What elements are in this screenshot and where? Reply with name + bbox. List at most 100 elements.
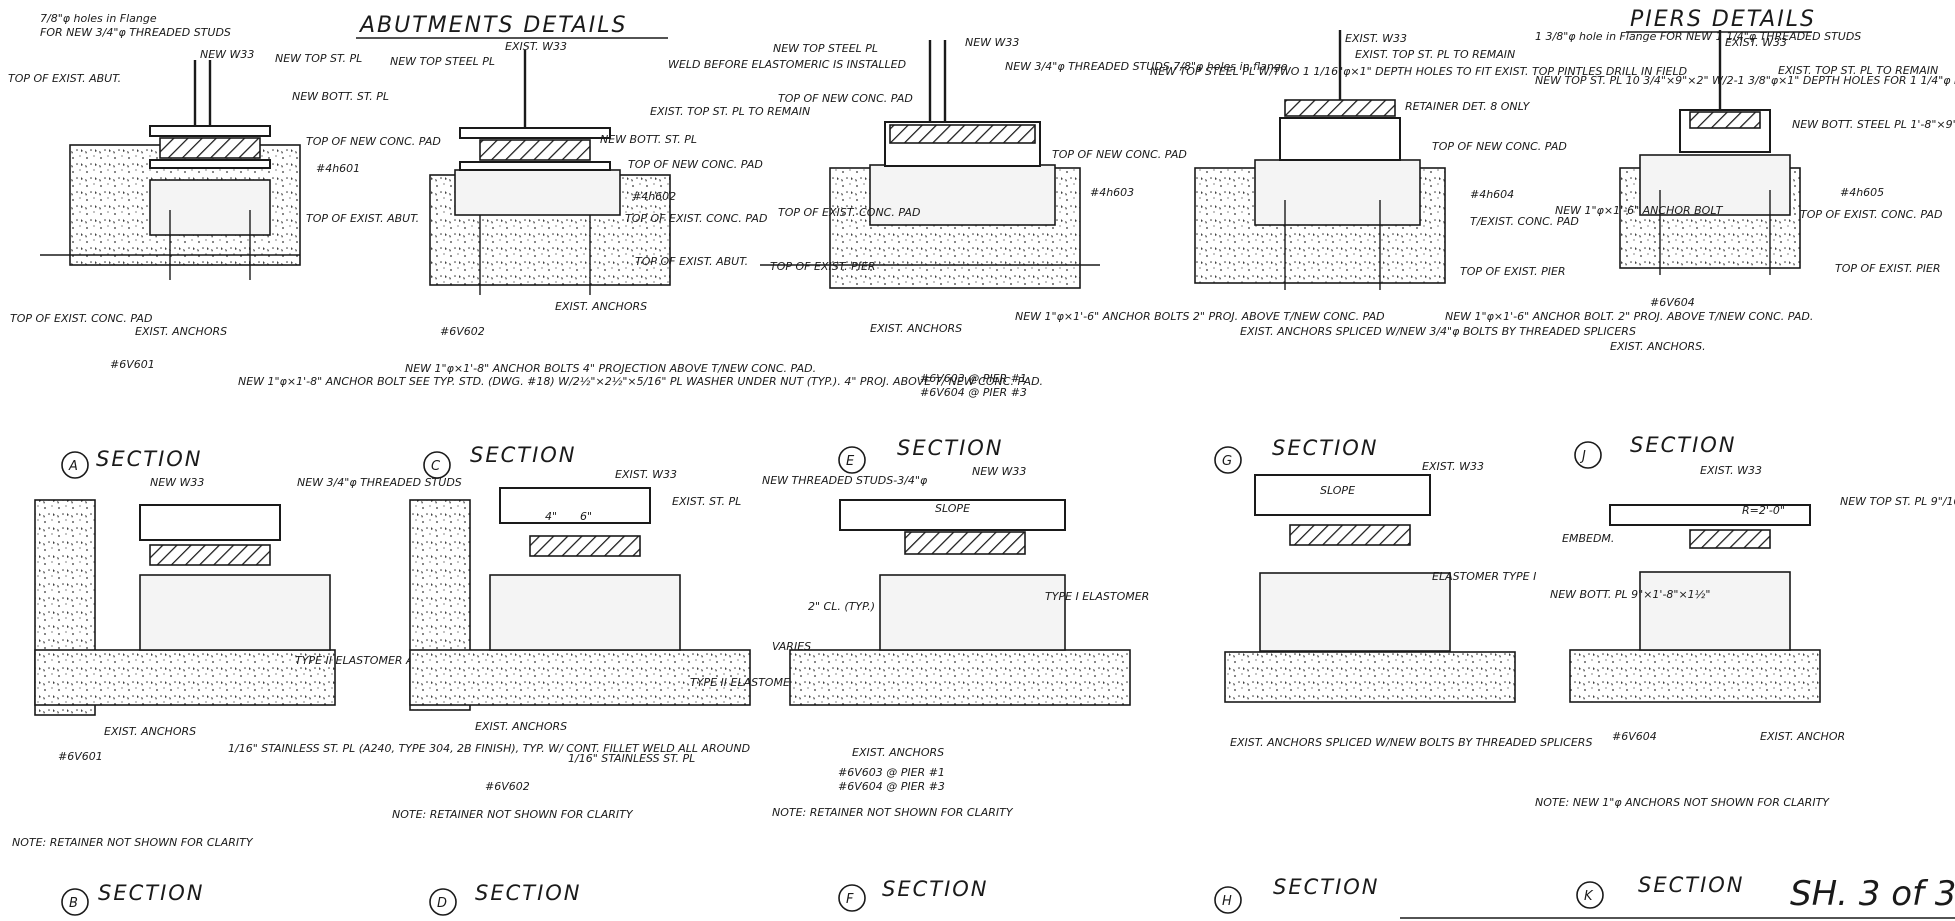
annotation: NEW TOP STEEL PL: [773, 42, 878, 55]
annotation: TOP OF NEW CONC. PAD: [778, 92, 913, 105]
existing-pier: [1224, 651, 1516, 703]
elastomer-bearing: [529, 535, 641, 557]
section-letter: E: [846, 454, 855, 469]
new-w33: [839, 499, 1066, 531]
section-letter: A: [68, 459, 78, 474]
annotation: NEW 1"φ×1'-6" ANCHOR BOLTS 2" PROJ. ABOV…: [1015, 310, 1385, 323]
annotation: 1/16" STAINLESS ST. PL: [568, 752, 695, 765]
bottom-steel-plate: [149, 159, 271, 169]
annotation: 7/8"φ holes in Flange: [40, 12, 157, 25]
detail-g: NEW TOP STEEL PL W/TWO 1 1/16"φ×1" DEPTH…: [1150, 30, 1813, 338]
annotation: ELASTOMER TYPE I: [1432, 570, 1536, 583]
elastomer-bearing: [479, 139, 591, 161]
section-title: SECTION: [98, 881, 205, 905]
annotation: EXIST. ST. PL: [672, 495, 741, 508]
annotation: TOP OF EXIST. PIER: [770, 260, 876, 273]
annotation: NEW BOTT. PL 9"×1'-8"×1½": [1550, 588, 1710, 601]
elastomer-bearing: [1689, 529, 1771, 549]
detail-a: 7/8"φ holes in Flange FOR NEW 3/4"φ THRE…: [8, 12, 1043, 388]
elastomer-bearing: [159, 137, 261, 159]
elastomer-bearing: [149, 544, 271, 566]
annotation: FOR NEW 3/4"φ THREADED STUDS: [40, 26, 231, 39]
detail-c: NEW TOP STEEL PL EXIST. W33 WELD BEFORE …: [390, 40, 906, 375]
section-title: SECTION: [96, 447, 203, 471]
annotation: #6V604: [1612, 730, 1657, 743]
annotation: EXIST. ANCHOR: [1760, 730, 1845, 743]
elastomer-bearing: [1289, 524, 1411, 546]
exist-w33: [1254, 474, 1431, 516]
annotation: NEW 1"φ×1'-6" ANCHOR BOLT. 2" PROJ. ABOV…: [1445, 310, 1813, 323]
annotation: #6V602: [485, 780, 530, 793]
note: NOTE: NEW 1"φ ANCHORS NOT SHOWN FOR CLAR…: [1535, 796, 1830, 809]
existing-pier: [789, 649, 1131, 706]
annotation: #4h605: [1840, 186, 1884, 199]
section-title: SECTION: [470, 443, 577, 467]
annotation: NEW W33: [200, 48, 254, 61]
new-conc-pad: [869, 164, 1056, 226]
annotation: NEW TOP ST. PL 9"/10 3/4"×2": [1840, 495, 1955, 508]
annotation: #4h604: [1470, 188, 1514, 201]
annotation: NEW 1"φ×1'-6" ANCHOR BOLT: [1555, 204, 1724, 217]
annotation: NEW TOP STEEL PL: [390, 55, 495, 68]
annotation: TYPE II ELASTOMER: [690, 676, 798, 689]
annotation: EXIST. W33: [1700, 464, 1762, 477]
annotation: EXIST. ANCHORS: [135, 325, 227, 338]
annotation: EXIST. TOP ST. PL TO REMAIN: [1355, 48, 1515, 61]
section-title: SECTION: [475, 881, 582, 905]
detail-d: EXIST. W33 EXIST. ST. PL 4" 6" TYPE II E…: [392, 468, 798, 821]
section-letter: J: [1579, 449, 1586, 464]
annotation: EXIST. W33: [1422, 460, 1484, 473]
existing-pier: [1569, 649, 1821, 703]
annotation: TOP OF EXIST. CONC. PAD: [10, 312, 152, 325]
annotation: EXIST. ANCHORS SPLICED W/NEW BOLTS BY TH…: [1230, 736, 1592, 749]
annotation: EXIST. ANCHORS: [870, 322, 962, 335]
annotation: NEW TOP ST. PL: [275, 52, 362, 65]
existing-abutment: [34, 649, 336, 706]
abutments-title: ABUTMENTS DETAILS: [358, 13, 627, 38]
annotation: EXIST. W33: [505, 40, 567, 53]
annotation: NEW 1"φ×1'-8" ANCHOR BOLTS 4" PROJECTION…: [405, 362, 816, 375]
annotation: #6V601: [58, 750, 103, 763]
annotation: EMBEDM.: [1562, 532, 1614, 545]
note: NOTE: RETAINER NOT SHOWN FOR CLARITY: [772, 806, 1014, 819]
annotation: #6V603 @ PIER #1: [920, 372, 1027, 385]
annotation: #6V604 @ PIER #3: [838, 780, 945, 793]
annotation: NEW 3/4"φ THREADED STUDS 7/8"φ holes in …: [1005, 60, 1288, 73]
annotation: TOP OF EXIST. PIER: [1835, 262, 1941, 275]
annotation: EXIST. TOP ST. PL TO REMAIN: [650, 105, 810, 118]
annotation: #6V602: [440, 325, 485, 338]
annotation: #6V604: [1650, 296, 1695, 309]
new-conc-pad: [489, 574, 681, 651]
annotation: NEW 1"φ×1'-8" ANCHOR BOLT SEE TYP. STD. …: [238, 375, 1043, 388]
new-conc-pad: [149, 179, 271, 236]
annotation: NEW BOTT. ST. PL: [600, 133, 697, 146]
annotation: TYPE I ELASTOMER: [1045, 590, 1149, 603]
new-conc-pad: [1259, 572, 1451, 652]
annotation: RETAINER DET. 8 ONLY: [1405, 100, 1531, 113]
annotation: 2" CL. (TYP.): [808, 600, 875, 613]
existing-abutment: [409, 649, 751, 706]
annotation: VARIES: [772, 640, 811, 653]
annotation: #6V604 @ PIER #3: [920, 386, 1027, 399]
section-label-e: E SECTION: [838, 436, 1004, 474]
annotation: 1 3/8"φ hole in Flange FOR NEW 1 1/4"φ T…: [1535, 30, 1861, 43]
exist-w33: [1609, 504, 1811, 526]
annotation: SLOPE: [1320, 484, 1355, 497]
annotation: EXIST. ANCHORS: [852, 746, 944, 759]
annotation: TOP OF EXIST. ABUT.: [306, 212, 419, 225]
annotation: 1/16" STAINLESS ST. PL (A240, TYPE 304, …: [228, 742, 750, 755]
annotation: EXIST. ANCHORS: [104, 725, 196, 738]
sheet-number: SH. 3 of 3: [1790, 874, 1955, 914]
new-conc-pad: [1639, 571, 1791, 651]
section-label-c: C SECTION: [423, 443, 577, 479]
annotation: T/EXIST. CONC. PAD: [1470, 215, 1579, 228]
section-letter: K: [1584, 889, 1594, 904]
detail-k: EXIST. W33 R=2'-0" NEW TOP ST. PL 9"/10 …: [1535, 464, 1955, 809]
section-title: SECTION: [897, 436, 1004, 460]
annotation: TOP OF NEW CONC. PAD: [1052, 148, 1187, 161]
detail-j: 1 3/8"φ hole in Flange FOR NEW 1 1/4"φ T…: [1535, 30, 1955, 353]
exist-w33: [1279, 117, 1401, 161]
annotation: TOP OF EXIST. CONC. PAD: [625, 212, 767, 225]
annotation: TOP OF NEW CONC. PAD: [306, 135, 441, 148]
